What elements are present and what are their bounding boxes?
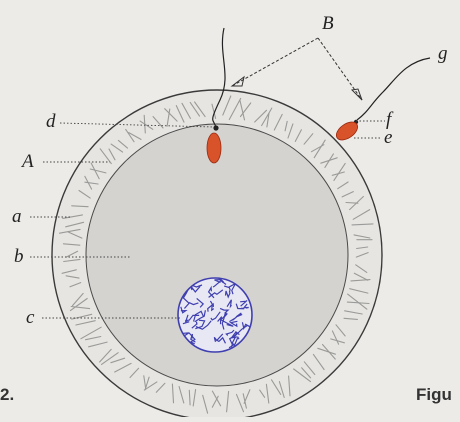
sperm-midpiece-d xyxy=(213,125,218,130)
figure-number: 2. xyxy=(0,386,14,403)
sperm-tail-g xyxy=(357,58,430,120)
label-g: g xyxy=(438,44,448,63)
label-e: e xyxy=(384,128,392,147)
label-c: c xyxy=(26,308,34,327)
sperm-head-d xyxy=(207,133,221,163)
arrowhead-left-icon xyxy=(232,77,244,86)
label-a: a xyxy=(12,207,22,226)
label-B: B xyxy=(322,14,334,33)
arrows-B xyxy=(232,38,362,100)
label-A: A xyxy=(22,152,34,171)
arrowhead-right-icon xyxy=(352,89,362,100)
figure-caption-fragment: Figu xyxy=(416,386,452,403)
label-b: b xyxy=(14,247,24,266)
label-d: d xyxy=(46,112,56,131)
